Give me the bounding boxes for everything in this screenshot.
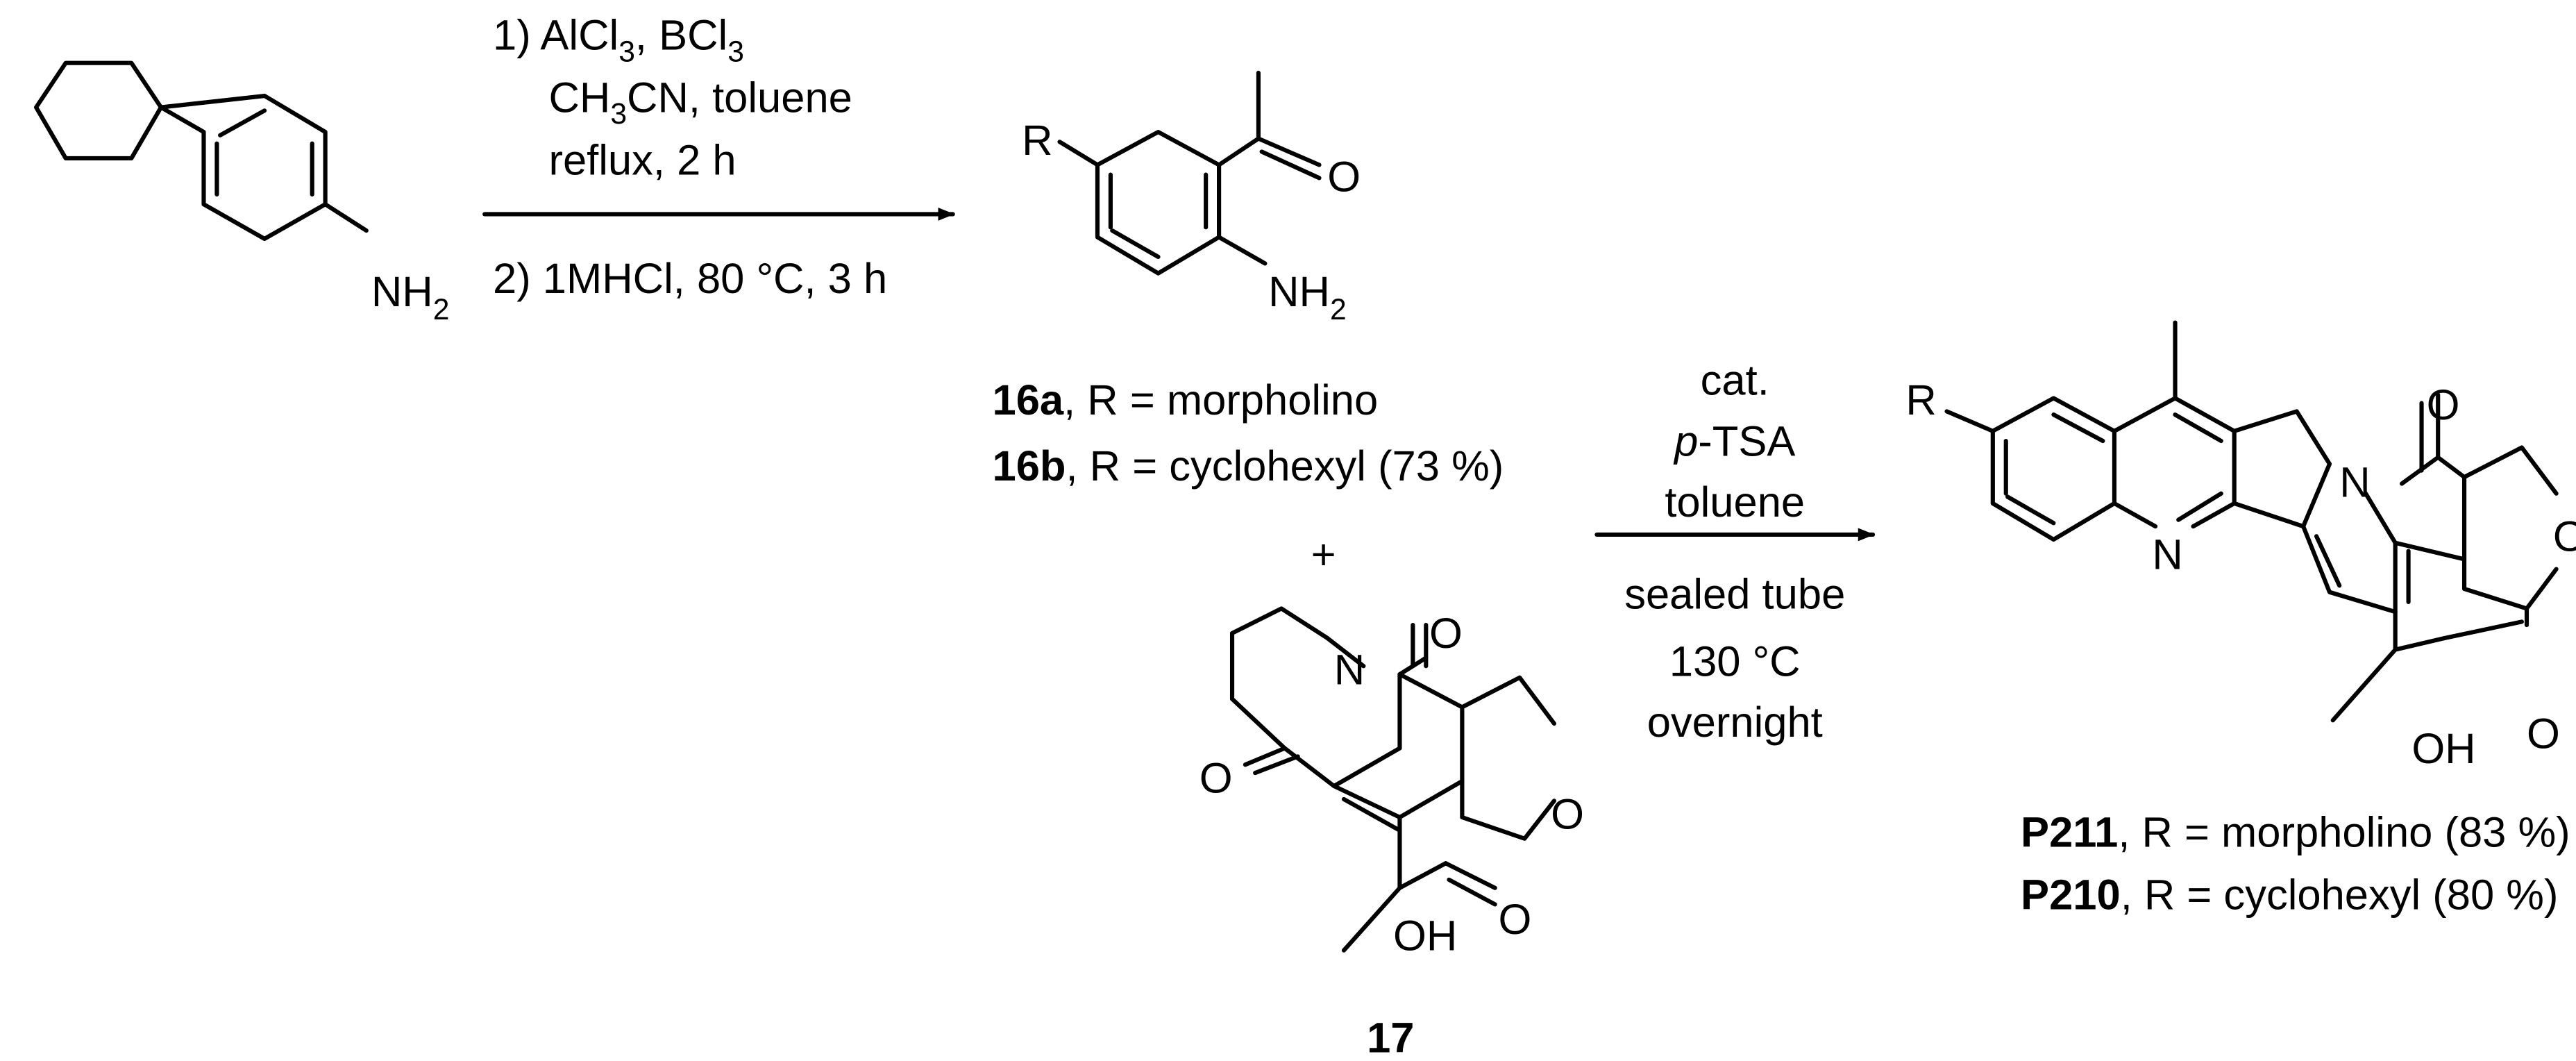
product-quinoline-nitrogen: N bbox=[2152, 531, 2182, 579]
c17-ring-ketone-oxygen: O bbox=[1199, 754, 1233, 802]
svg-text:1) AlCl3, BCl3: 1) AlCl3, BCl3 bbox=[493, 12, 744, 69]
label-16a: 16a, R = morpholino bbox=[992, 376, 1378, 424]
c17-hydroxyl: OH bbox=[1393, 912, 1457, 960]
svg-text:p-TSA: p-TSA bbox=[1673, 417, 1795, 465]
svg-text:toluene: toluene bbox=[1665, 478, 1805, 526]
ketone-16-structure bbox=[1057, 70, 1322, 276]
product-r-label: R bbox=[1905, 376, 1936, 424]
product-ring-oxygen: O bbox=[2553, 513, 2576, 561]
ketone-oxygen-label: O bbox=[1327, 153, 1361, 201]
start-amine-label: NH2 bbox=[371, 268, 450, 326]
c17-lactone-oxygen: O bbox=[1498, 896, 1531, 944]
step2-conditions: cat. p-TSA toluene sealed tube 130 °C ov… bbox=[1624, 357, 1845, 746]
product-ring-nitrogen: N bbox=[2339, 458, 2370, 506]
c17-keto-oxygen: O bbox=[1429, 610, 1463, 658]
compound-17-structure bbox=[1229, 606, 1556, 953]
label-p210: P210, R = cyclohexyl (80 %) bbox=[2021, 871, 2558, 919]
label-p211: P211, R = morpholino (83 %) bbox=[2021, 809, 2570, 857]
plus-sign: + bbox=[1311, 531, 1336, 579]
c17-nitrogen: N bbox=[1334, 646, 1365, 694]
svg-text:cat.: cat. bbox=[1701, 357, 1769, 405]
label-16b: 16b, R = cyclohexyl (73 %) bbox=[992, 442, 1504, 490]
svg-text:reflux, 2 h: reflux, 2 h bbox=[548, 137, 736, 185]
product-lactone-oxygen: O bbox=[2527, 710, 2560, 758]
ketone-r-label: R bbox=[1022, 117, 1052, 165]
c17-ring-oxygen: O bbox=[1551, 791, 1584, 839]
svg-text:130 °C: 130 °C bbox=[1669, 637, 1801, 685]
starting-material-structure bbox=[33, 60, 369, 241]
svg-text:sealed tube: sealed tube bbox=[1624, 570, 1845, 618]
svg-text:2) 1MHCl, 80 °C, 3 h: 2) 1MHCl, 80 °C, 3 h bbox=[493, 255, 887, 303]
product-carbonyl-oxygen: O bbox=[2427, 381, 2460, 429]
label-17: 17 bbox=[1367, 1014, 1414, 1061]
product-hydroxyl: OH bbox=[2411, 725, 2475, 773]
svg-text:CH3CN, toluene: CH3CN, toluene bbox=[548, 74, 852, 131]
svg-text:overnight: overnight bbox=[1647, 699, 1823, 746]
product-structure bbox=[1944, 320, 2559, 723]
ketone-amine-label: NH2 bbox=[1268, 268, 1347, 326]
step1-conditions: 1) AlCl3, BCl3 CH3CN, toluene reflux, 2 … bbox=[493, 12, 887, 303]
